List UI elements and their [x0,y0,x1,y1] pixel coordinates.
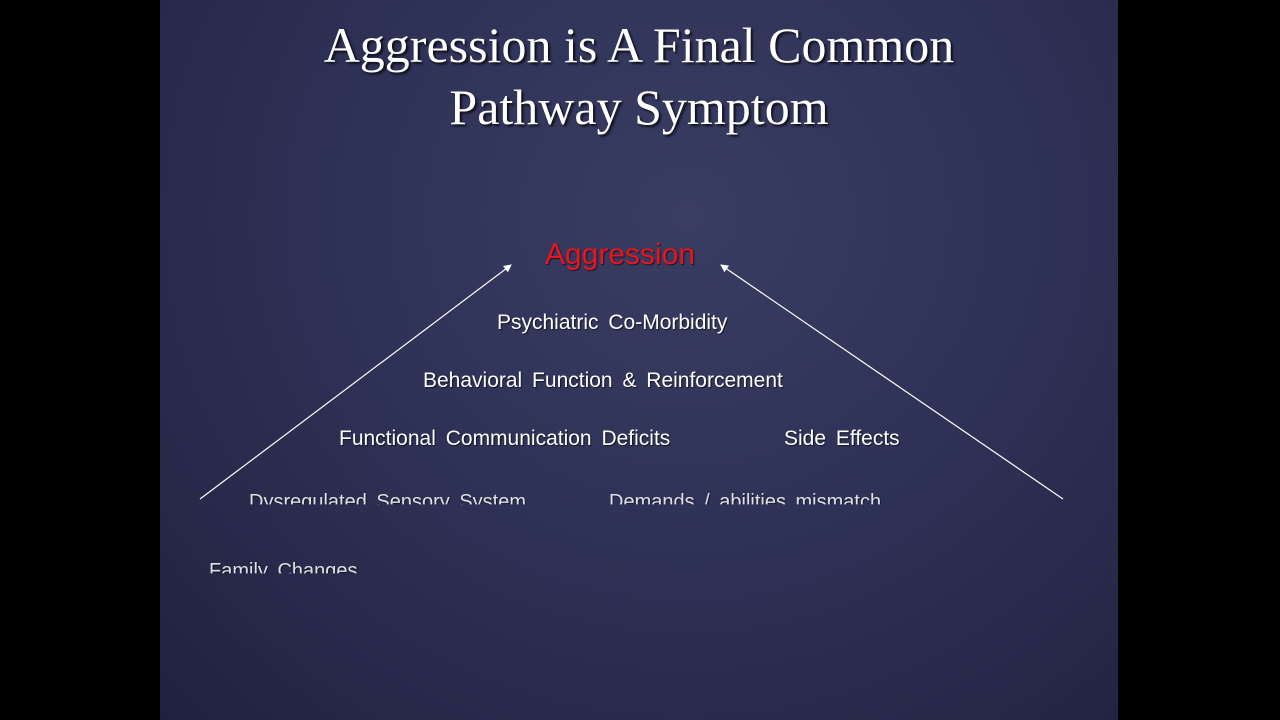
right-arrow [720,264,1064,500]
level-behavioral-function: Behavioral Function & Reinforcement [423,369,783,392]
level-demands-mismatch: Demands / abilities mismatch [609,491,882,513]
title-line-1: Aggression is A Final Common [323,17,955,73]
level-psychiatric-comorbidity: Psychiatric Co-Morbidity [497,311,728,334]
apex-label-aggression: Aggression [545,238,696,271]
presentation-slide: Aggression is A Final Common Pathway Sym… [160,0,1118,720]
left-arrow [199,264,512,500]
slide-title: Aggression is A Final Common Pathway Sym… [160,14,1118,138]
pathway-arrows [199,264,1064,500]
level-communication-deficits: Functional Communication Deficits [339,427,671,450]
level-dysregulated-sensory: Dysregulated Sensory System [249,491,527,513]
level-family-changes: Family Changes [209,560,358,582]
level-side-effects: Side Effects [784,427,900,450]
title-line-2: Pathway Symptom [449,79,829,135]
